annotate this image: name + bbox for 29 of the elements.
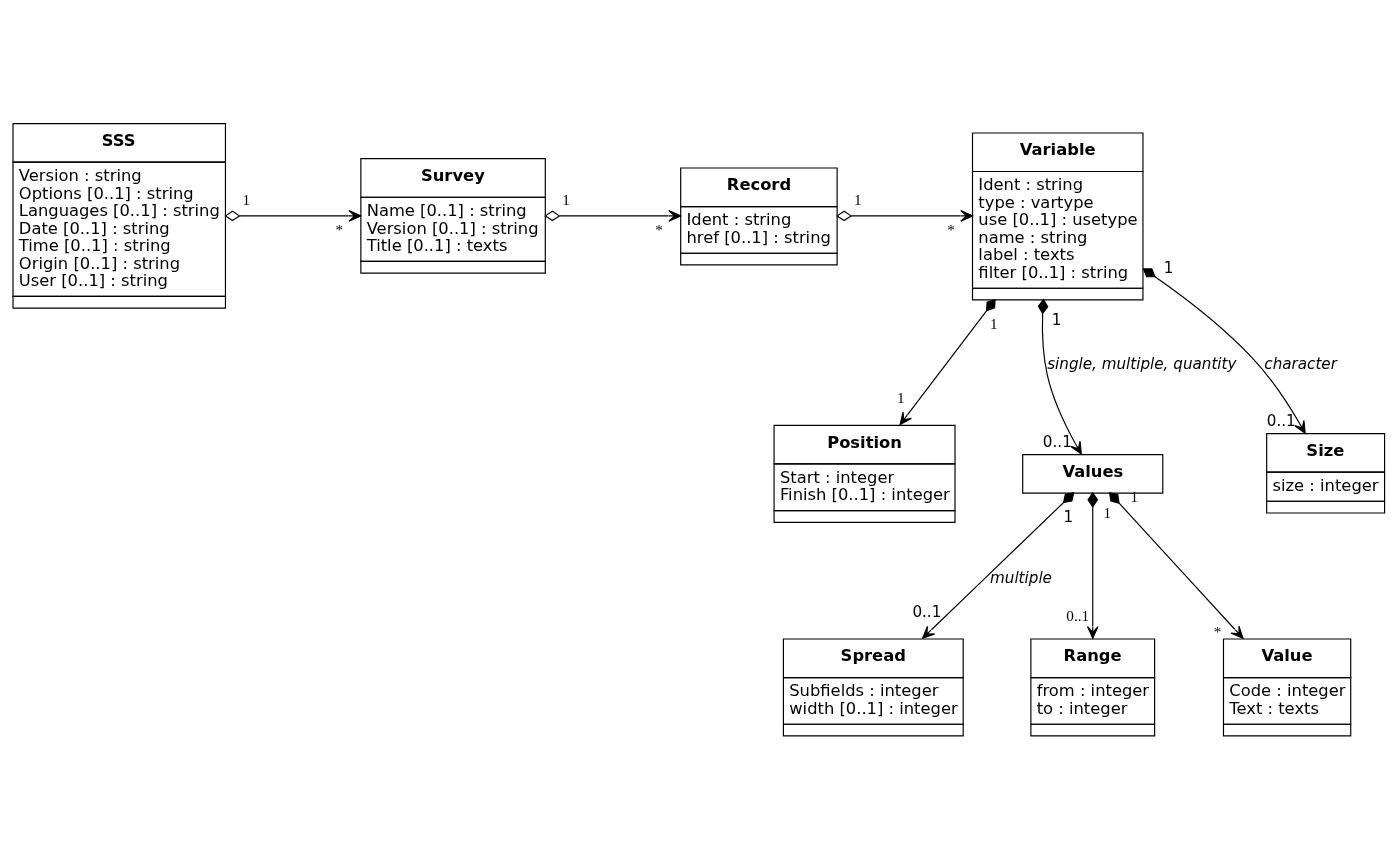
- label: *: [655, 220, 663, 238]
- arrow: [1037, 298, 1082, 455]
- arrow: [899, 298, 996, 426]
- edge-label: character: [1264, 355, 1337, 374]
- arrow: [1086, 491, 1099, 639]
- edge-label: multiple: [990, 568, 1052, 587]
- label: 1: [1051, 311, 1062, 330]
- label: *: [335, 220, 344, 238]
- arrow: [836, 210, 973, 222]
- label: 1: [1103, 503, 1111, 521]
- label: 1: [1063, 508, 1074, 526]
- label: 0..1: [1266, 412, 1296, 431]
- label: *: [1213, 622, 1222, 640]
- edge-label: single, multiple, quantity: [1047, 355, 1237, 374]
- label: 1: [1163, 258, 1174, 277]
- label: *: [947, 220, 955, 238]
- label: 1: [242, 191, 251, 209]
- label: 0..1: [1042, 432, 1072, 451]
- label: 1: [990, 315, 998, 333]
- label: 1: [854, 191, 862, 209]
- label: 0..1: [912, 603, 942, 621]
- arrow: [224, 210, 362, 222]
- arrow: [1142, 268, 1306, 434]
- arrow: [544, 210, 682, 222]
- label: 1: [897, 388, 905, 406]
- arrow: [1108, 492, 1244, 639]
- label: 1: [562, 191, 570, 209]
- label: 0..1: [1066, 607, 1090, 625]
- arrow: [922, 492, 1075, 639]
